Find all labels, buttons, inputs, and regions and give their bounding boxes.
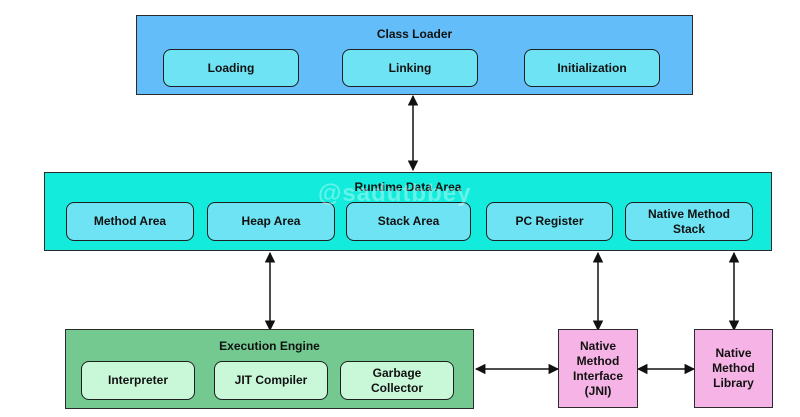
interpreter-box: Interpreter: [81, 361, 195, 400]
linking-box: Linking: [342, 49, 478, 87]
native-method-stack-box: Native Method Stack: [625, 202, 753, 241]
jit-compiler-box: JIT Compiler: [214, 361, 328, 400]
execution-engine-title: Execution Engine: [219, 339, 320, 353]
watermark: @sadutbbey: [318, 180, 472, 207]
runtime-data-area-panel: Runtime Data Area Method Area Heap Area …: [44, 172, 772, 251]
native-method-library-box: Native Method Library: [694, 329, 773, 408]
pc-register-box: PC Register: [486, 202, 613, 241]
initialization-box: Initialization: [524, 49, 660, 87]
class-loader-panel: Class Loader Loading Linking Initializat…: [136, 15, 693, 95]
method-area-box: Method Area: [66, 202, 194, 241]
class-loader-title: Class Loader: [376, 27, 453, 41]
heap-area-box: Heap Area: [207, 202, 335, 241]
native-method-interface-box: Native Method Interface (JNI): [558, 329, 638, 408]
stack-area-box: Stack Area: [346, 202, 471, 241]
execution-engine-panel: Execution Engine Interpreter JIT Compile…: [65, 329, 474, 409]
runtime-data-area-title: Runtime Data Area: [354, 180, 462, 194]
garbage-collector-box: Garbage Collector: [340, 361, 454, 400]
loading-box: Loading: [163, 49, 299, 87]
